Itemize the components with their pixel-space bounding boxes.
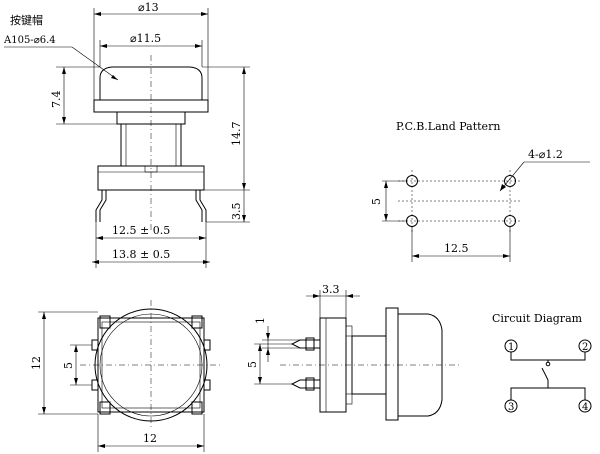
- dim-side-pitch: 5: [246, 361, 259, 368]
- pcb-hole-label: 4-⌀1.2: [528, 148, 563, 161]
- cap-code-label: A105-⌀6.4: [3, 35, 56, 46]
- dim-pin-span: 12.5 ± 0.5: [112, 224, 170, 237]
- pin-3-label: 3: [508, 402, 514, 413]
- dim-top-width: 12: [143, 432, 157, 445]
- dim-total-height: 14.7: [230, 122, 243, 147]
- pin-1-label: 1: [508, 342, 514, 353]
- dim-pin-height: 3.5: [230, 203, 243, 221]
- dim-body-width: 13.8 ± 0.5: [112, 248, 170, 261]
- dim-top-height: 12: [30, 356, 43, 370]
- circuit-diagram: Circuit Diagram 1 2 3 4: [492, 312, 592, 413]
- dim-outer-diameter: ⌀13: [138, 1, 159, 14]
- dim-cap-diameter: ⌀11.5: [130, 32, 161, 45]
- dim-side-width: 3.3: [322, 283, 340, 296]
- pcb-pitch-horizontal: 12.5: [444, 242, 469, 255]
- circuit-title: Circuit Diagram: [492, 312, 583, 325]
- dim-top-pitch: 5: [62, 362, 75, 369]
- pcb-hole-2: [504, 175, 516, 187]
- pcb-hole-1: [406, 175, 418, 187]
- dim-side-pin: 1: [254, 317, 267, 324]
- cap-name-label: 按键帽: [10, 13, 43, 27]
- pcb-pitch-vertical: 5: [370, 198, 383, 205]
- front-view: ⌀13 ⌀11.5 按键帽 A105-⌀6.4 7.4 14.7 3.5: [3, 1, 250, 268]
- side-view: 3.3 1 5: [246, 283, 460, 421]
- dim-cap-height: 7.4: [50, 91, 63, 109]
- top-view: 12 5 12: [30, 300, 222, 452]
- pcb-land-pattern: P.C.B.Land Pattern 4-⌀1.2 5 12.5: [370, 120, 590, 262]
- pin-4-label: 4: [582, 402, 588, 413]
- pcb-title: P.C.B.Land Pattern: [396, 120, 500, 133]
- pin-2-label: 2: [582, 342, 588, 353]
